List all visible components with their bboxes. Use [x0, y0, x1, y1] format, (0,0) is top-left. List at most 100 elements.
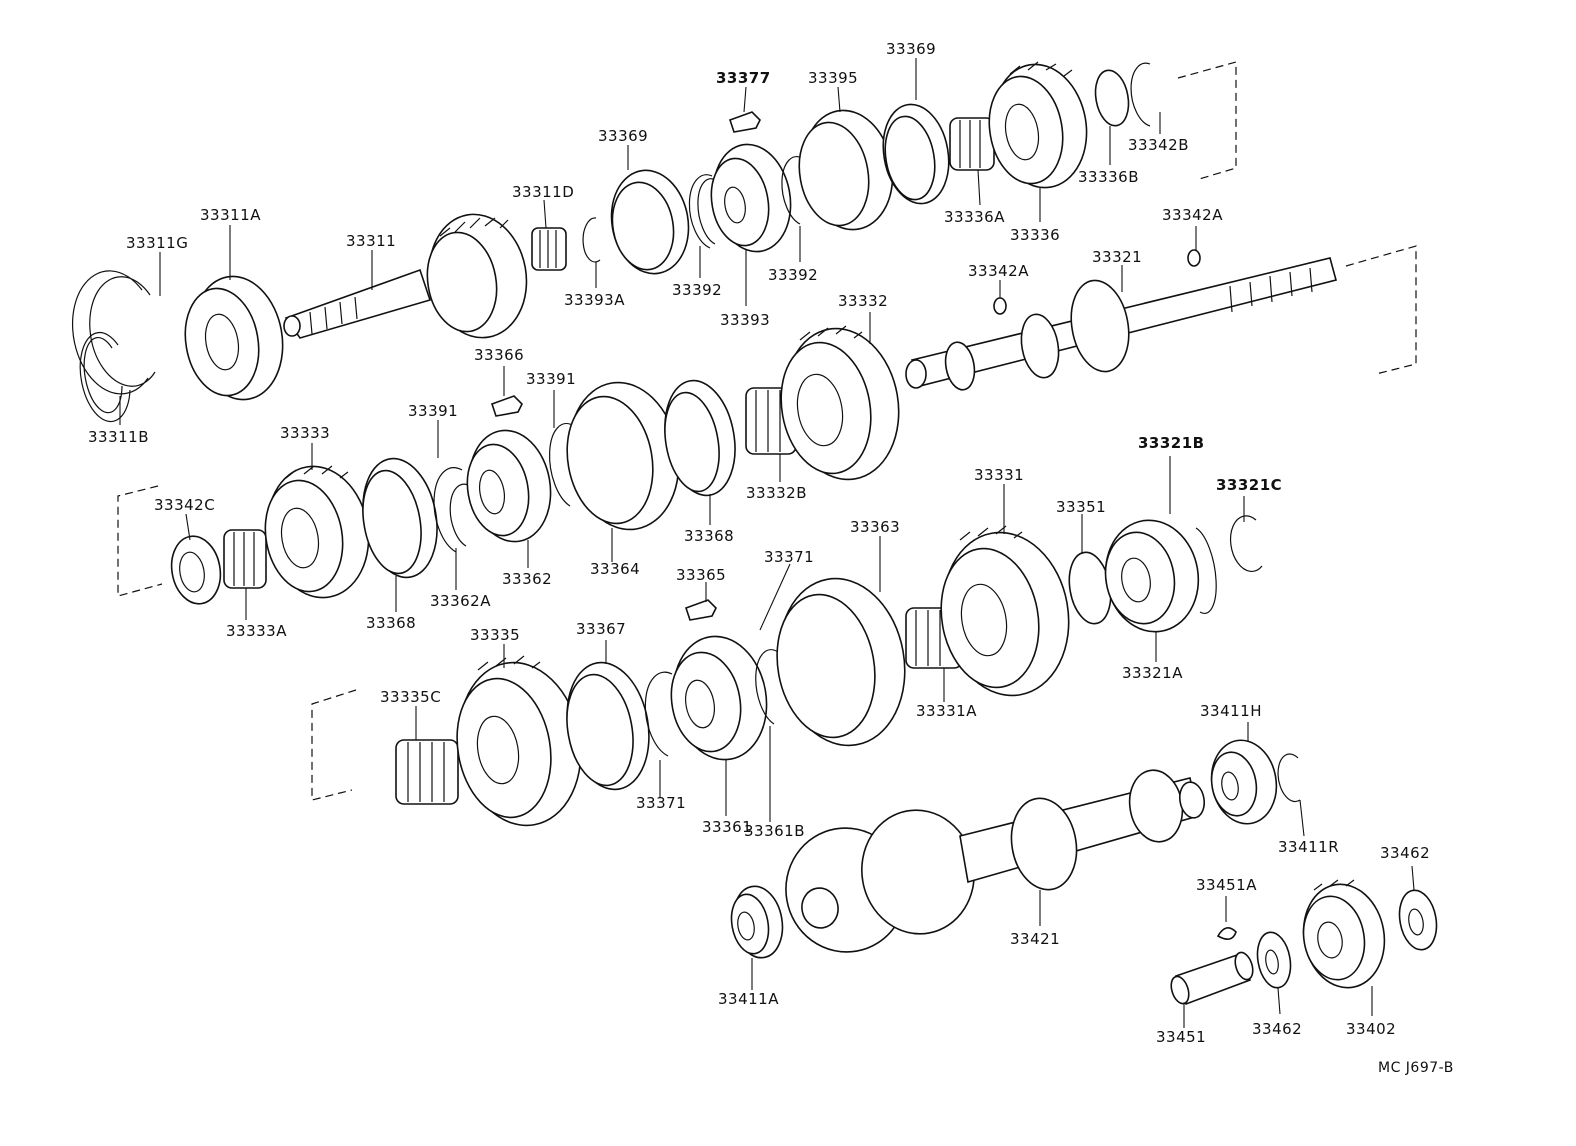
label-33311G: 33311G — [126, 234, 188, 252]
label-33342B: 33342B — [1128, 136, 1189, 154]
synchro-ring-33369-left — [610, 169, 690, 275]
assembly-bracket-row4 — [311, 689, 357, 801]
shifting-key-33365 — [684, 599, 717, 621]
label-33333A: 33333A — [226, 622, 287, 640]
ball-33342A-right — [1187, 249, 1201, 267]
thrust-washer-33342C — [170, 535, 222, 605]
spring-33361B — [755, 649, 779, 725]
label-33368-right: 33368 — [684, 527, 734, 545]
label-33311A: 33311A — [200, 206, 261, 224]
spring-33392-right — [781, 156, 803, 225]
label-33365: 33365 — [676, 566, 726, 584]
label-33361: 33361 — [702, 818, 752, 836]
gear-33332 — [780, 325, 900, 481]
label-33395: 33395 — [808, 69, 858, 87]
ring-33393A — [582, 217, 601, 263]
label-33391-right: 33391 — [526, 370, 576, 388]
needle-bearing-33336A — [949, 117, 995, 171]
label-33411H: 33411H — [1200, 702, 1262, 720]
needle-bearing-33333A — [223, 529, 267, 589]
needle-bearing-33311D — [531, 227, 567, 271]
label-33369-mid: 33369 — [598, 127, 648, 145]
leader-lines — [119, 58, 1415, 1028]
label-33335: 33335 — [470, 626, 520, 644]
gear-33333 — [264, 465, 370, 599]
clutch-hub-33362 — [466, 429, 552, 543]
hub-sleeve-33364 — [566, 381, 680, 531]
label-33362: 33362 — [502, 570, 552, 588]
label-33451A: 33451A — [1196, 876, 1257, 894]
label-33371-top: 33371 — [764, 548, 814, 566]
label-33311D: 33311D — [512, 183, 574, 201]
needle-bearing-33335C — [395, 739, 459, 805]
label-33391-left: 33391 — [408, 402, 458, 420]
snap-ring-33311G — [72, 270, 156, 395]
label-33332B: 33332B — [746, 484, 807, 502]
label-33371-bottom: 33371 — [636, 794, 686, 812]
bearing-33321A — [1104, 519, 1200, 633]
label-33367: 33367 — [576, 620, 626, 638]
ball-33342A-left — [993, 297, 1007, 315]
label-33369-top: 33369 — [886, 40, 936, 58]
label-33321C: 33321C — [1216, 476, 1282, 494]
spring-33392-left — [688, 174, 717, 249]
bearing-33311A — [184, 275, 284, 401]
label-33342A-left: 33342A — [968, 262, 1029, 280]
synchro-ring-33368-left — [362, 457, 438, 579]
bearing-33411A — [730, 885, 784, 959]
thrust-washer-33462-front — [1256, 931, 1292, 989]
snap-ring-33411R — [1277, 753, 1301, 803]
label-33361B: 33361B — [744, 822, 805, 840]
key-33451A — [1216, 927, 1237, 940]
label-33336B: 33336B — [1078, 168, 1139, 186]
assembly-bracket-shaft — [1345, 245, 1417, 375]
ring-33362A — [449, 483, 471, 547]
label-33336: 33336 — [1010, 226, 1060, 244]
label-33411R: 33411R — [1278, 838, 1339, 856]
assembly-bracket-left — [117, 485, 163, 597]
label-33321B: 33321B — [1138, 434, 1205, 452]
label-33321A: 33321A — [1122, 664, 1183, 682]
label-33311B: 33311B — [88, 428, 149, 446]
label-33336A: 33336A — [944, 208, 1005, 226]
label-33321: 33321 — [1092, 248, 1142, 266]
snap-ring-33321C — [1229, 515, 1263, 573]
spring-33371-left — [644, 671, 673, 757]
label-33462-rear: 33462 — [1380, 844, 1430, 862]
label-33364: 33364 — [590, 560, 640, 578]
label-33462-front: 33462 — [1252, 1020, 1302, 1038]
counter-shaft-33421 — [785, 769, 1206, 953]
label-33351: 33351 — [1056, 498, 1106, 516]
label-33332: 33332 — [838, 292, 888, 310]
part-labels: 33377 33395 33369 33342B 33336B 33336A 3… — [88, 40, 1453, 1076]
gear-33331 — [940, 525, 1070, 697]
reverse-idler-gear-33402 — [1302, 879, 1386, 989]
spring-33391-right — [548, 422, 575, 507]
label-33335C: 33335C — [380, 688, 441, 706]
output-shaft-33321 — [905, 257, 1337, 391]
label-33392-right: 33392 — [768, 266, 818, 284]
snap-ring-33311B — [79, 331, 131, 423]
synchro-ring-33367 — [566, 661, 650, 791]
thrust-washer-33462-rear — [1398, 889, 1438, 951]
shifting-key-33377 — [728, 111, 761, 133]
label-33366: 33366 — [474, 346, 524, 364]
label-33342A-right: 33342A — [1162, 206, 1223, 224]
label-33368-left: 33368 — [366, 614, 416, 632]
gear-33336 — [988, 61, 1088, 189]
spacer-33336B — [1094, 69, 1130, 127]
synchro-ring-33368-right — [664, 379, 736, 497]
label-33392-left: 33392 — [672, 281, 722, 299]
input-shaft-33311 — [283, 213, 528, 339]
label-33331A: 33331A — [916, 702, 977, 720]
label-33311: 33311 — [346, 232, 396, 250]
label-33342C: 33342C — [154, 496, 215, 514]
shaft-33451 — [1170, 951, 1254, 1006]
label-33393: 33393 — [720, 311, 770, 329]
assembly-bracket-top — [1177, 61, 1237, 181]
label-33451: 33451 — [1156, 1028, 1206, 1046]
clutch-hub-33393 — [710, 143, 792, 253]
bearing-33411H — [1210, 739, 1278, 825]
